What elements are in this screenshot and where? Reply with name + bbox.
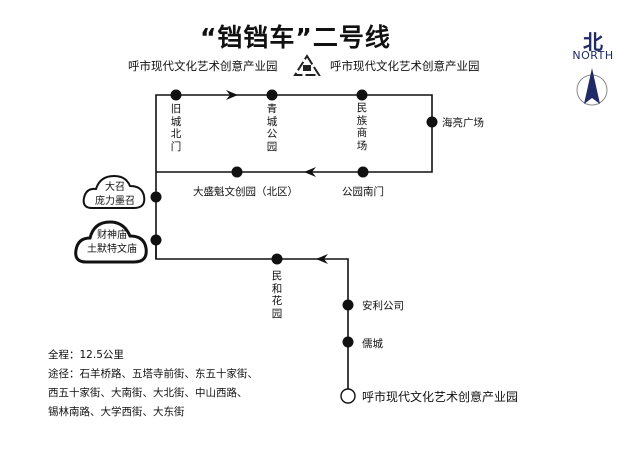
cloud-line: 庞力墨召 [95, 196, 135, 207]
route-info: 全程：12.5公里 途径：石羊桥路、五塔寺前街、东五十家街、 西五十家街、大南街… [48, 346, 258, 422]
cloud-shape [82, 174, 146, 209]
cloud-label: 大召 庞力墨召 [92, 181, 138, 209]
cloud-line: 土默特文庙 [87, 244, 137, 255]
station-label: 海亮广场 [442, 117, 484, 129]
station-dot [150, 191, 162, 203]
cloud-shape [74, 220, 148, 264]
station-dot [271, 253, 283, 265]
station-dot [342, 299, 354, 311]
terminal-dot [340, 388, 356, 404]
page-title: “铛铛车”二号线 [200, 23, 391, 52]
station-dot [356, 89, 368, 101]
station-label: 旧城北门 [170, 103, 182, 153]
via-line: 西五十家街、大南街、大北街、中山西路、 [48, 387, 248, 399]
station-label: 公园南门 [342, 186, 384, 198]
direction-arrow-west [304, 167, 316, 177]
route-end-label: 呼市现代文化艺术创意产业园 [330, 59, 480, 73]
cloud-line: 大召 [105, 182, 125, 193]
station-dot [150, 234, 162, 246]
station-label: 安利公司 [362, 300, 404, 312]
direction-arrow-east [226, 90, 238, 100]
cloud-line: 财神庙 [97, 230, 127, 241]
station-dot [266, 89, 278, 101]
north-label-cn: 北 [583, 30, 603, 54]
route-line-lower [155, 240, 349, 395]
station-label: 民族商场 [356, 102, 368, 152]
station-dot [426, 116, 438, 128]
north-label-en: NORTH [572, 49, 614, 62]
station-label: 民和花园 [271, 270, 283, 320]
route-start-label: 呼市现代文化艺术创意产业园 [128, 59, 278, 73]
station-dot [231, 166, 243, 178]
north-arrow-icon [576, 68, 608, 106]
recycle-loop-icon [293, 54, 321, 76]
station-dot [170, 89, 182, 101]
distance-text: 全程：12.5公里 [48, 349, 124, 361]
via-line: 锡林南路、大学西街、大东街 [48, 406, 185, 418]
cloud-label: 财神庙 土默特文庙 [84, 229, 140, 257]
terminal-label: 呼市现代文化艺术创意产业园 [362, 390, 519, 404]
station-label: 儒城 [362, 338, 383, 350]
station-label: 大盛魁文创园（北区） [193, 186, 298, 198]
station-label: 青城公园 [266, 103, 278, 153]
route-line-upper-loop [155, 94, 433, 259]
station-dot [342, 336, 354, 348]
direction-arrow-west [316, 254, 328, 264]
via-line: 途径：石羊桥路、五塔寺前街、东五十家街、 [48, 368, 258, 380]
station-dot [357, 166, 369, 178]
